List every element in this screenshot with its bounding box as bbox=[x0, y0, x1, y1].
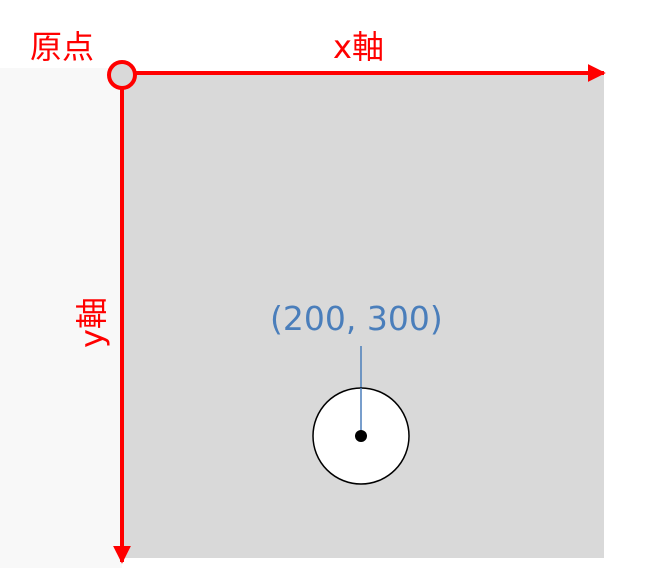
origin-label: 原点 bbox=[30, 28, 94, 66]
x-axis-label: x軸 bbox=[333, 28, 384, 66]
point-coordinate-label: (200, 300) bbox=[270, 299, 443, 338]
y-axis-label: y軸 bbox=[73, 297, 111, 348]
page-shadow bbox=[0, 68, 122, 568]
origin-marker bbox=[107, 60, 137, 90]
ball-center-dot bbox=[355, 430, 367, 442]
